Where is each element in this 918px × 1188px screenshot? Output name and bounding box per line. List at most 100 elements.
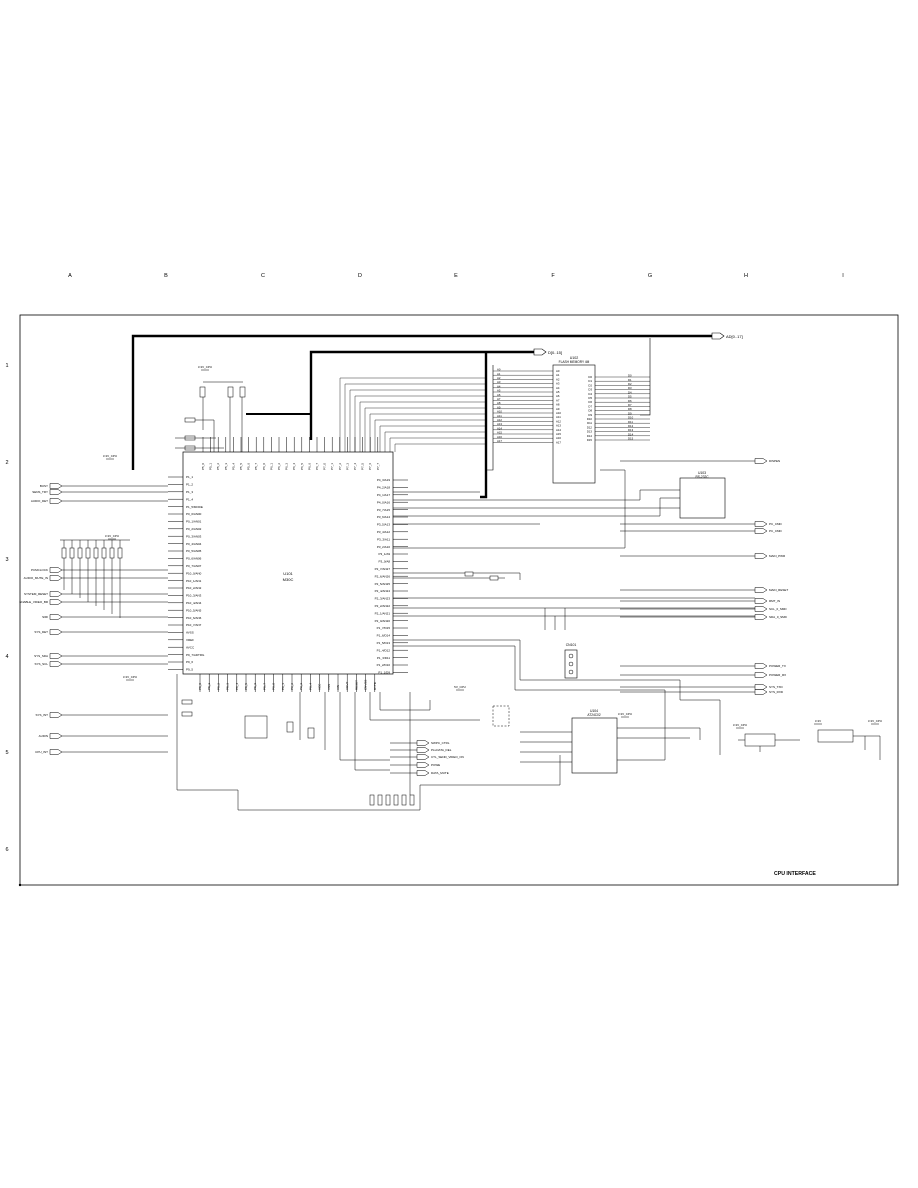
flash-data-label: D0 — [628, 374, 632, 378]
flash-address-label: A6 — [497, 393, 501, 397]
cpu-right-pin-label: P1_7/D15 — [377, 626, 391, 630]
cpu-left-pin-label: P1_4 — [186, 497, 193, 501]
flash-address-label: A16 — [497, 435, 502, 439]
right-signal-label: DISPEN — [769, 459, 780, 463]
left-signal-tag — [49, 712, 63, 718]
cpu-top-pin-label: P7_5 — [361, 463, 365, 470]
zone-row-1: 1 — [5, 363, 8, 369]
flash-data-pin: D7 — [588, 404, 592, 408]
right-signal-label: PC_CMD — [769, 522, 783, 526]
cpu-right-pins: P4_3/A19P4_2/A18P4_1/A17P4_0/A16P3_7/A15… — [375, 478, 408, 675]
right-signal-label: SDA_0_SMD — [769, 615, 788, 619]
bus-tag-address: D[0..15] — [533, 348, 562, 356]
flash-address-pin: A2 — [556, 377, 560, 381]
flash-data-label: D15 — [628, 437, 634, 441]
cpu-right-pin-label: P2_2/AN22 — [375, 604, 391, 608]
flash-data-pin: D13 — [587, 430, 593, 434]
power-rail-label: 3.3V_CPU — [105, 534, 119, 538]
oscillator-area — [176, 674, 561, 811]
flash-address-pin: A7 — [556, 398, 560, 402]
left-signal-tag — [49, 599, 63, 605]
right-signal-tag — [754, 689, 768, 695]
cpu-left-pin-label: P10_3/AN3 — [186, 594, 202, 598]
cpu-left-pin-label: P10_5/AN5 — [186, 608, 202, 612]
left-signal-tag — [49, 629, 63, 635]
zone-row-2: 2 — [5, 460, 8, 466]
flash-data-label: D4 — [628, 390, 632, 394]
right-signal-label: MAIN_RESET — [769, 588, 788, 592]
right-signal-tag — [754, 598, 768, 604]
cpu-top-pin-label: P5_0 — [201, 463, 205, 470]
bus-tag-data-text: AD[0..17] — [726, 334, 743, 339]
cpu-right-pin-label: P2_6/AN26 — [375, 574, 391, 578]
flash-address-pin: A14 — [556, 428, 561, 432]
rs232-ic-body — [679, 477, 726, 519]
cpu-bottom-pin-label: P8_4 — [235, 683, 239, 690]
left-signal-label: SYS_INT — [35, 713, 48, 717]
cpu-left-pin-label: P1_5/MODE — [186, 505, 203, 509]
flash-part: FLASH MEMORY 4M — [559, 360, 590, 364]
right-signal-labels: DISPENPC_CMDPC_CMDMAIN_PWRMAIN_RESETRMT_… — [620, 458, 788, 695]
cpu-top-pin-label: P5_3 — [224, 463, 228, 470]
flash-ref: U102 — [570, 356, 579, 360]
flash-data-label: D5 — [628, 395, 632, 399]
bottom-signal-label: POWE — [431, 763, 440, 767]
flash-address-label: A13 — [497, 422, 502, 426]
flash-address-pin: A6 — [556, 394, 560, 398]
bottom-signal-tag — [416, 754, 430, 760]
cpu-top-pin-label: P7_2 — [338, 463, 342, 470]
eeprom-part: AT24C02 — [587, 713, 600, 717]
flash-data-label: D10 — [628, 416, 634, 420]
rs232-ref: U103 — [698, 471, 706, 475]
left-signal-tag — [49, 661, 63, 667]
cpu-top-pin-label: P6_6 — [307, 463, 311, 470]
cpu-bottom-pin-label: P9_1 — [281, 683, 285, 690]
flash-address-pin: A1 — [556, 373, 560, 377]
cpu-left-pin-label: P0_7/AN07 — [186, 564, 202, 568]
zone-row-4: 4 — [5, 654, 8, 660]
flash-address-pin: A5 — [556, 390, 560, 394]
right-signal-label: POWER_TX — [769, 664, 786, 668]
cpu-right-pin-label: P1_4/D12 — [377, 648, 391, 652]
cpu-left-pin-label: P10_0/AN0 — [186, 571, 202, 575]
zone-column-F: F — [551, 273, 555, 279]
right-signal-label: SCL_0_SMD — [769, 607, 787, 611]
cpu-left-pins: P1_1P1_2P1_3P1_4P1_5/MODEP0_0/AN00P0_1/A… — [168, 475, 205, 672]
left-signal-tag — [49, 575, 63, 581]
right-signal-tag — [754, 614, 768, 620]
cpu-left-pin-label: P10_2/AN2 — [186, 586, 202, 590]
cpu-right-pin-label: P1_1/D9 — [378, 671, 390, 675]
cpu-top-pin-label: P5_2 — [216, 463, 220, 470]
flash-data-label: D13 — [628, 428, 634, 432]
right-signal-tag — [754, 458, 768, 464]
flash-bus-right — [640, 338, 651, 416]
power-circuit-right-1 — [738, 733, 800, 752]
flash-data-pin: D0 — [588, 375, 592, 379]
flash-memory-body — [552, 364, 596, 484]
cpu-bottom-pin-label: P8_2 — [216, 683, 220, 690]
flash-data-pin: D11 — [587, 421, 592, 425]
zone-column-D: D — [358, 273, 362, 279]
left-signal-label: SYS_SCL — [34, 662, 48, 666]
power-rail-label: 3.3V_CPU — [618, 712, 632, 716]
cpu-right-pin-label: P3_4/A12 — [377, 530, 391, 534]
right-signal-label: PC_CMD — [769, 529, 783, 533]
cpu-bottom-pin-label: XOUT — [345, 681, 349, 690]
flash-data-pin: D6 — [588, 400, 592, 404]
right-rc-network — [393, 571, 755, 630]
cpu-right-pin-label: P3_2/A10 — [377, 545, 391, 549]
right-signal-tag — [754, 663, 768, 669]
cpu-bottom-pin-label: VCC — [318, 683, 322, 690]
power-rail-labels: 3.3V_CPU3.3V_CPU3.3V_CPU3.3V_CPU5V_CPU3.… — [103, 365, 882, 729]
left-signal-tag — [49, 489, 63, 495]
main-cpu-ref: U101 — [283, 571, 293, 576]
flash-address-pin: A10 — [556, 411, 561, 415]
flash-address-label: A12 — [497, 418, 502, 422]
cpu-top-pin-label: P7_6 — [368, 463, 372, 470]
cpu-left-pin-label: P10_7/AN7 — [186, 623, 202, 627]
